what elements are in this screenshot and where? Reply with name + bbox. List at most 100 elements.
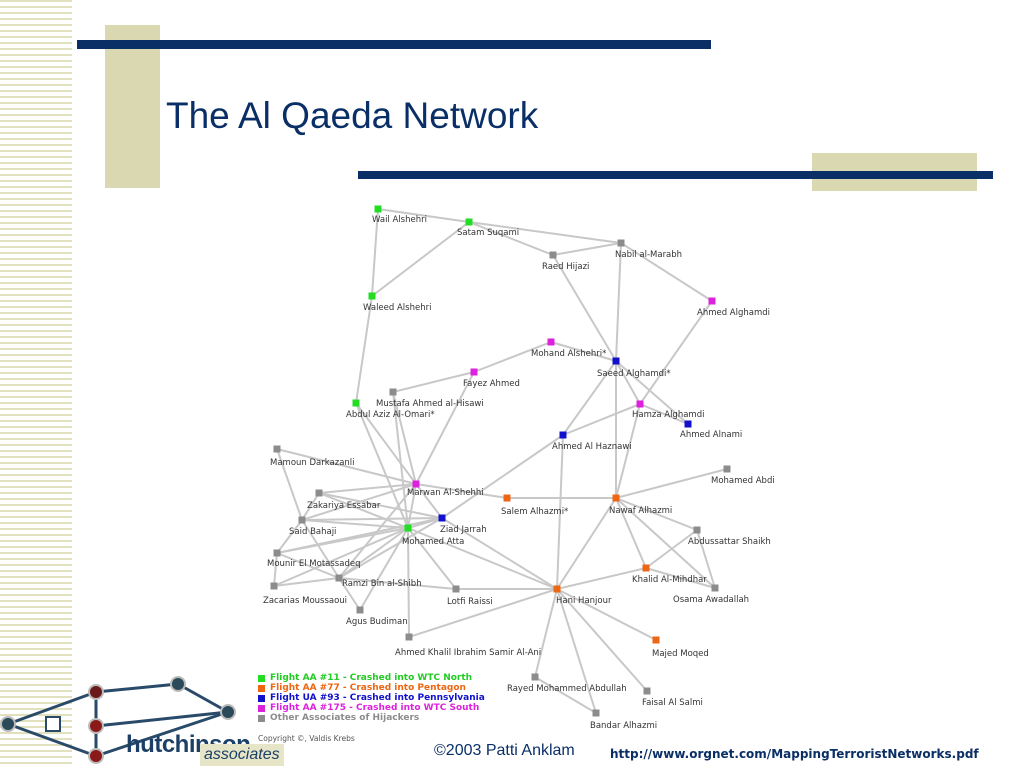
node-label-salem: Salem Alhazmi* xyxy=(501,507,568,517)
hutchinson-logo-mark xyxy=(0,676,236,764)
node-mohamed_abdi xyxy=(723,465,731,473)
node-nabil xyxy=(617,239,625,247)
node-fayez xyxy=(470,368,478,376)
node-label-wail: Wail Alshehri xyxy=(372,215,427,225)
edge-zakariya-marwan xyxy=(318,483,417,494)
edge-ahmed_g-hamza xyxy=(639,300,713,405)
edge-saeed-ahmed_n xyxy=(615,360,689,425)
edge-nabil-ahmed_g xyxy=(620,242,713,302)
edge-mohand-fayez xyxy=(473,341,552,373)
edge-rayed-bandar xyxy=(534,676,597,714)
node-label-lotfi: Lotfi Raissi xyxy=(447,597,493,607)
node-label-hamza: Hamza Alghamdi xyxy=(632,410,704,420)
edge-atta-zacarias xyxy=(273,527,409,587)
edge-hani-ahmed_k xyxy=(408,588,558,638)
node-raed xyxy=(549,251,557,259)
edge-hamza-nawaf xyxy=(615,403,641,499)
edge-marwan-ziad xyxy=(415,483,443,519)
node-khalid xyxy=(642,564,650,572)
node-salem xyxy=(503,494,511,502)
node-label-mohand: Mohand Alshehri* xyxy=(531,349,606,359)
edge-mamoun-marwan xyxy=(276,448,417,485)
node-mustafa xyxy=(389,388,397,396)
node-label-saeed: Saeed Alghamdi* xyxy=(597,369,671,379)
node-mamoun xyxy=(273,445,281,453)
node-label-faisal: Faisal Al Salmi xyxy=(642,698,703,708)
edge-raed-nabil xyxy=(552,242,622,256)
legend-swatch-other xyxy=(258,714,265,722)
node-rayed xyxy=(531,673,539,681)
edge-satam-raed xyxy=(468,221,554,256)
node-label-nawaf: Nawaf Alhazmi xyxy=(609,506,672,516)
node-majed xyxy=(652,636,660,644)
node-agus xyxy=(356,606,364,614)
node-satam xyxy=(465,218,473,226)
slide-title: The Al Qaeda Network xyxy=(166,95,539,136)
node-label-hani: Hani Hanjour xyxy=(556,596,612,606)
edge-fayez-marwan xyxy=(415,371,475,485)
edge-zakariya-atta xyxy=(318,492,409,529)
node-label-fayez: Fayez Ahmed xyxy=(463,379,520,389)
edge-mamoun-said xyxy=(276,448,303,521)
legend-label-aa11: Flight AA #11 - Crashed into WTC North xyxy=(270,673,473,683)
node-wail xyxy=(374,205,382,213)
node-hamza xyxy=(636,400,644,408)
edge-zakariya-said xyxy=(301,492,320,521)
node-label-mohamed_abdi: Mohamed Abdi xyxy=(711,476,775,486)
edge-khalid-abdussattar xyxy=(645,529,698,569)
node-mohand xyxy=(547,338,555,346)
node-label-mounir: Mounir El Motassadeq xyxy=(267,559,360,569)
edge-wail-waleed xyxy=(371,208,379,297)
network-edges xyxy=(273,208,728,714)
edge-said-marwan xyxy=(301,483,417,521)
node-label-ahmed_n: Ahmed Alnami xyxy=(680,430,742,440)
edge-mustafa-atta xyxy=(392,391,409,529)
node-label-satam: Satam Suqami xyxy=(457,228,519,238)
node-label-zacarias: Zacarias Moussaoui xyxy=(263,596,347,606)
node-lotfi xyxy=(452,585,460,593)
node-label-waleed: Waleed Alshehri xyxy=(363,303,431,313)
node-osama xyxy=(711,584,719,592)
node-atta xyxy=(404,524,412,532)
legend-swatch-aa11 xyxy=(258,674,265,682)
node-ahmed_k xyxy=(405,633,413,641)
edge-nawaf-mohamed_abdi xyxy=(615,468,728,499)
node-label-raed: Raed Hijazi xyxy=(542,262,589,272)
node-nawaf xyxy=(612,494,620,502)
node-label-marwan: Marwan Al-Shehhi xyxy=(407,488,484,498)
node-label-ahmed_h: Ahmed Al Haznawi xyxy=(552,442,632,452)
edge-fayez-mustafa xyxy=(392,371,475,393)
node-marwan xyxy=(412,480,420,488)
node-label-khalid: Khalid Al-Mihdhar xyxy=(632,575,707,585)
credit-text: Copyright ©, Valdis Krebs xyxy=(258,734,355,743)
legend-item-aa175: Flight AA #175 - Crashed into WTC South xyxy=(258,703,485,713)
node-zacarias xyxy=(270,582,278,590)
edge-nawaf-osama xyxy=(615,497,716,589)
edge-abdul-atta xyxy=(355,402,409,529)
top-rule xyxy=(77,40,711,49)
footer-url-link[interactable]: http://www.orgnet.com/MappingTerroristNe… xyxy=(610,747,979,761)
decorative-block-left xyxy=(105,25,160,188)
node-label-abdul: Abdul Aziz Al-Omari* xyxy=(346,410,435,420)
legend-item-other: Other Associates of Hijackers xyxy=(258,713,485,723)
legend-swatch-aa175 xyxy=(258,704,265,712)
node-zakariya xyxy=(315,489,323,497)
node-ahmed_n xyxy=(684,420,692,428)
edge-ramzi-zacarias xyxy=(273,577,340,587)
node-label-osama: Osama Awadallah xyxy=(673,595,749,605)
node-bandar xyxy=(592,709,600,717)
edge-khalid-osama xyxy=(645,567,716,589)
edge-marwan-salem xyxy=(415,483,508,499)
node-waleed xyxy=(368,292,376,300)
edge-atta-hani xyxy=(407,527,558,590)
edge-ziad-ramzi xyxy=(338,517,443,579)
node-ramzi xyxy=(335,574,343,582)
node-saeed xyxy=(612,357,620,365)
edge-ramzi-agus xyxy=(338,577,361,611)
node-label-ahmed_g: Ahmed Alghamdi xyxy=(697,308,770,318)
edge-marwan-atta xyxy=(407,483,417,529)
legend: Flight AA #11 - Crashed into WTC North F… xyxy=(258,673,485,723)
node-label-atta: Mohamed Atta xyxy=(402,537,464,547)
node-label-rayed: Rayed Mohammed Abdullah xyxy=(507,684,627,694)
